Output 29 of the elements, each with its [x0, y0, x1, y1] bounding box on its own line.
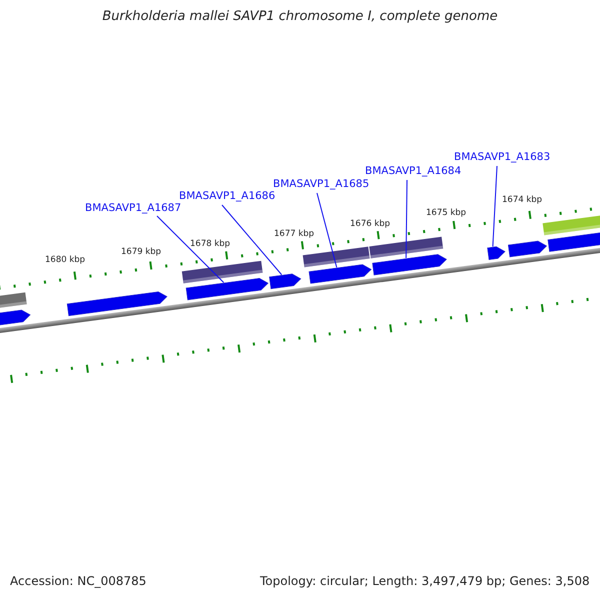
tick-label: 1680 kbp — [45, 256, 86, 266]
tick-label: 1679 kbp — [121, 248, 162, 258]
leader-line — [156, 216, 224, 283]
gene-feature — [508, 240, 547, 258]
tick-label: 1678 kbp — [190, 240, 230, 250]
tick-label: 1674 kbp — [502, 196, 542, 206]
gene-feature — [372, 254, 447, 276]
gene-label: BMASAVP1_A1687 — [85, 203, 182, 215]
gene-label: BMASAVP1_A1684 — [365, 166, 462, 178]
gene-label: BMASAVP1_A1683 — [454, 152, 550, 164]
gene-feature — [369, 236, 444, 258]
gene-feature — [302, 246, 370, 268]
footer-text: Topology: circular; Length: 3,497,479 bp; Genes: 3,508 — [260, 575, 590, 588]
gene-feature — [308, 264, 372, 284]
gene-feature — [182, 260, 263, 284]
tick-label: 1675 kbp — [426, 209, 466, 218]
footer-text: Accession: NC_008785 — [10, 575, 146, 588]
gene-feature — [0, 310, 31, 327]
gene-feature — [0, 292, 27, 310]
gene-label: BMASAVP1_A1685 — [273, 179, 370, 191]
title: Burkholderia mallei SAVP1 chromosome I, complete genome — [101, 10, 499, 24]
gene-feature — [487, 246, 506, 260]
tick-label: 1676 kbp — [350, 220, 390, 230]
leader-line — [492, 166, 498, 248]
leader-line — [222, 204, 282, 276]
tick-label: 1677 kbp — [274, 230, 314, 240]
gene-feature — [66, 291, 168, 316]
gene-label: BMASAVP1_A1686 — [179, 191, 276, 203]
gene-feature — [269, 274, 302, 290]
